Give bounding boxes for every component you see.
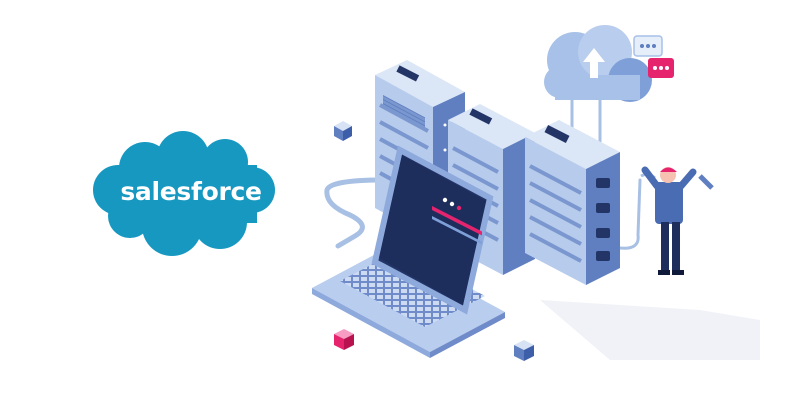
- chat-bubble-icon: [633, 35, 674, 78]
- salesforce-logo: salesforce: [93, 131, 275, 256]
- cloud-upload: [544, 25, 652, 102]
- cloud-icon: [544, 25, 652, 102]
- floor-shadow: [540, 300, 760, 360]
- server-rack-front: [525, 120, 620, 285]
- laptop-screen-content: [432, 197, 482, 245]
- cube-icon: [334, 121, 352, 141]
- cube-icon: [334, 329, 354, 350]
- laptop-icon: [312, 145, 505, 358]
- technician-icon: [640, 166, 714, 275]
- cloud-icon: [93, 131, 275, 256]
- salesforce-wordmark: salesforce: [120, 177, 261, 206]
- upload-arrow-icon: [583, 48, 605, 78]
- cube-icon: [514, 340, 534, 361]
